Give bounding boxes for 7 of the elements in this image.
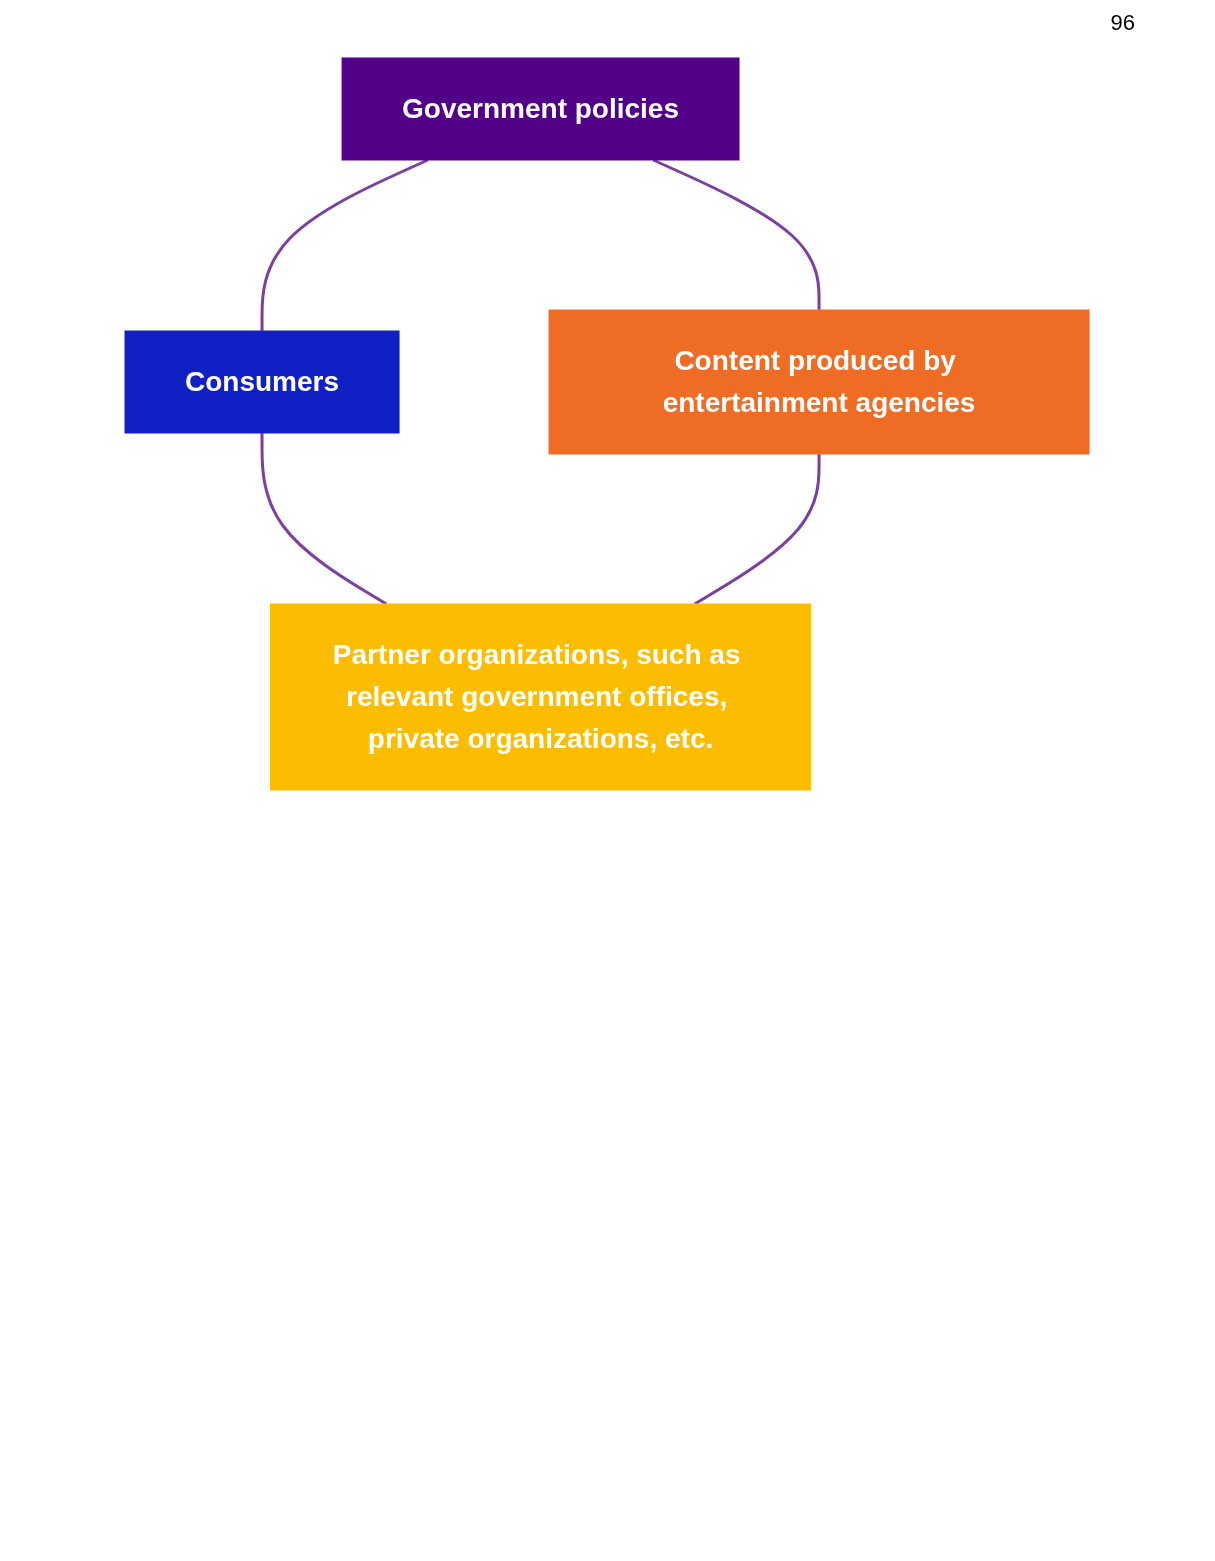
connector bbox=[261, 433, 388, 606]
node-box: Government policies bbox=[342, 57, 740, 161]
connector bbox=[694, 454, 821, 606]
page-number: 96 bbox=[1110, 10, 1135, 36]
node-box: Content produced by entertainment agencies bbox=[549, 309, 1090, 455]
node-box: Consumers bbox=[124, 330, 400, 434]
node-box: Partner organizations, such as relevant government offices, private organizations, etc. bbox=[270, 603, 812, 791]
